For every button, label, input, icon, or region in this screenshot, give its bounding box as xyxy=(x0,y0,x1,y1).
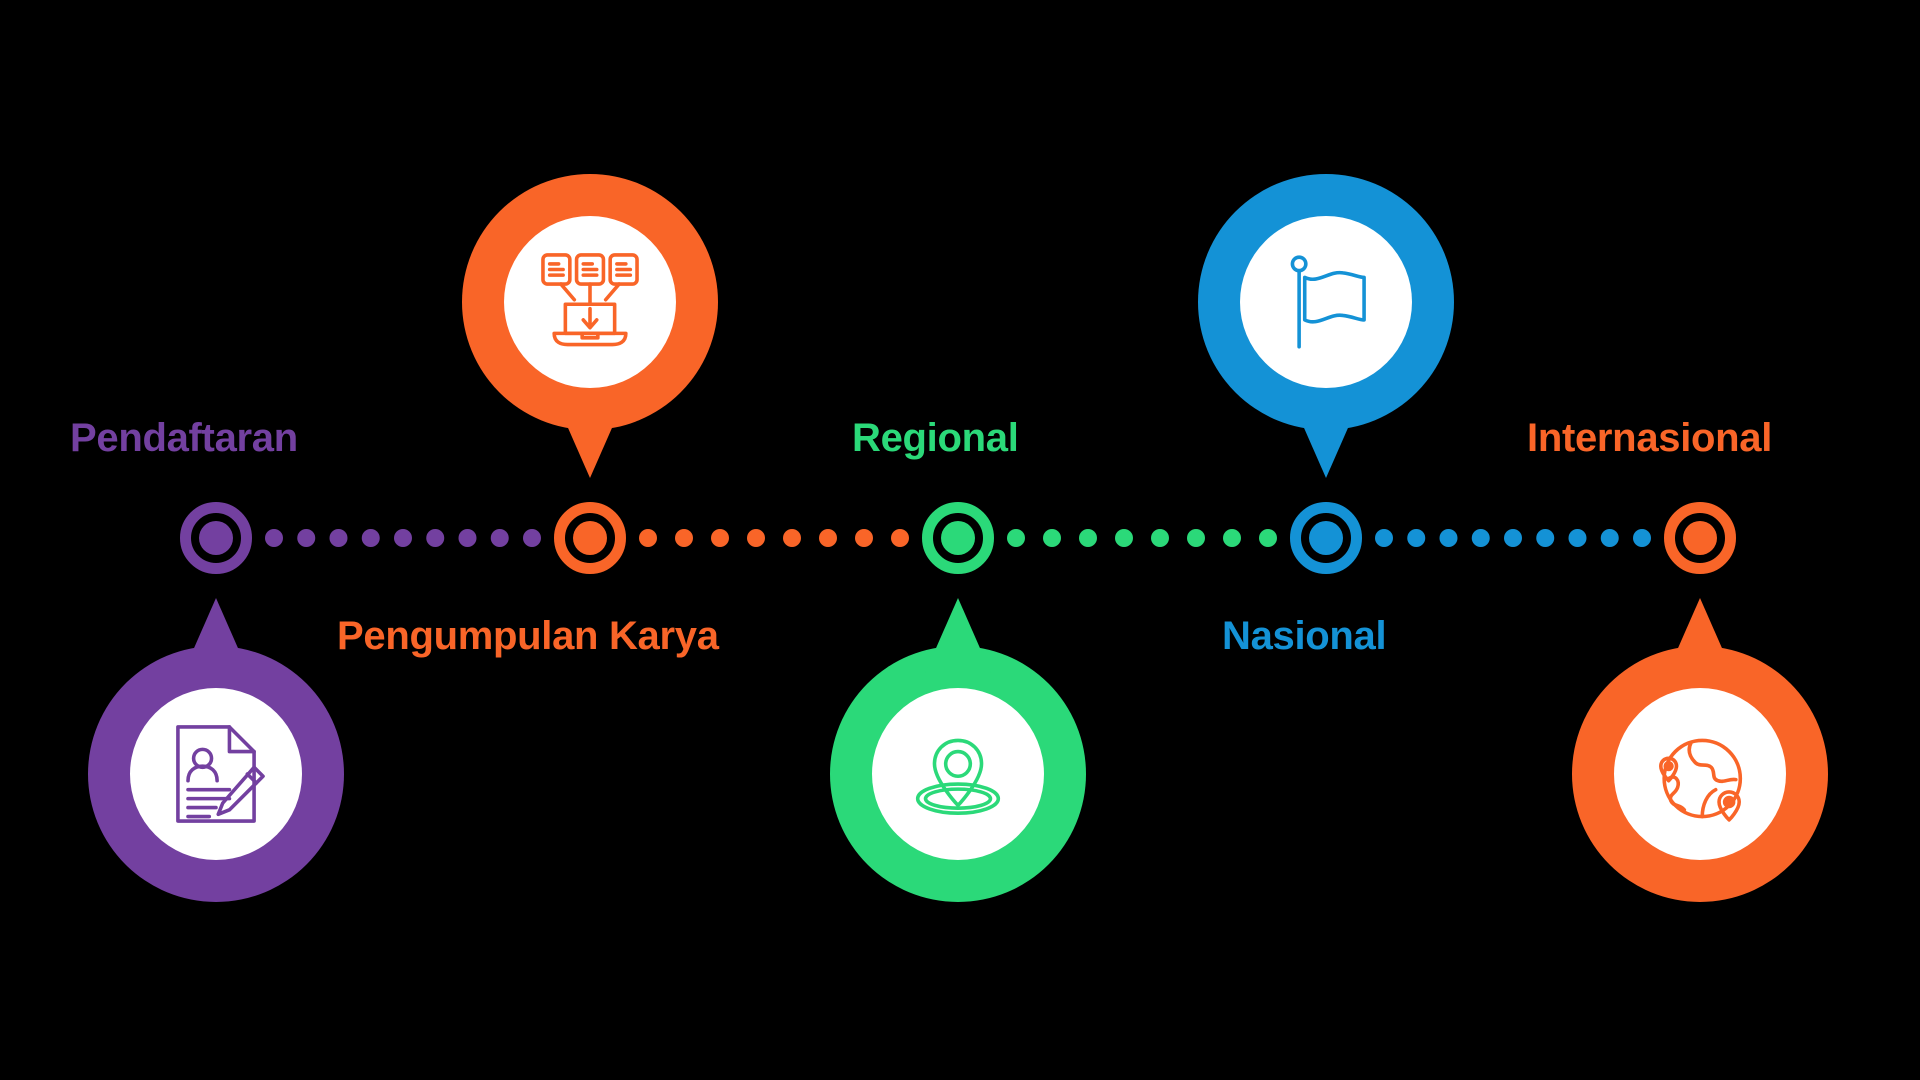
pin-tail xyxy=(1290,396,1362,478)
waving-flag-icon xyxy=(1240,216,1412,388)
pin-marker-regional[interactable] xyxy=(830,598,1086,902)
timeline-connector-dots xyxy=(639,529,909,547)
step-label-pendaftaran: Pendaftaran xyxy=(70,416,298,460)
timeline-node-core xyxy=(1683,521,1717,555)
timeline-node-internasional[interactable] xyxy=(1664,502,1736,574)
laptop-upload-documents-icon xyxy=(504,216,676,388)
pin-marker-nasional[interactable] xyxy=(1198,174,1454,478)
pin-tail xyxy=(922,598,994,680)
step-label-regional: Regional xyxy=(852,416,1019,460)
document-person-pencil-icon xyxy=(130,688,302,860)
pin-marker-pendaftaran[interactable] xyxy=(88,598,344,902)
step-label-internasional: Internasional xyxy=(1527,416,1773,460)
pin-tail xyxy=(1664,598,1736,680)
globe-with-pins-icon xyxy=(1614,688,1786,860)
timeline-node-pengumpulan-karya[interactable] xyxy=(554,502,626,574)
timeline-node-core xyxy=(941,521,975,555)
step-label-nasional: Nasional xyxy=(1222,614,1387,658)
timeline-connector-dots xyxy=(1375,529,1651,547)
timeline-node-core xyxy=(1309,521,1343,555)
pin-marker-internasional[interactable] xyxy=(1572,598,1828,902)
timeline-node-pendaftaran[interactable] xyxy=(180,502,252,574)
map-pin-location-icon xyxy=(872,688,1044,860)
timeline-node-core xyxy=(573,521,607,555)
timeline-node-regional[interactable] xyxy=(922,502,994,574)
step-label-pengumpulan-karya: Pengumpulan Karya xyxy=(337,614,719,658)
pin-marker-pengumpulan-karya[interactable] xyxy=(462,174,718,478)
timeline-node-nasional[interactable] xyxy=(1290,502,1362,574)
pin-tail xyxy=(180,598,252,680)
timeline-connector-dots xyxy=(1007,529,1277,547)
timeline-connector-dots xyxy=(265,529,541,547)
timeline-node-core xyxy=(199,521,233,555)
pin-tail xyxy=(554,396,626,478)
